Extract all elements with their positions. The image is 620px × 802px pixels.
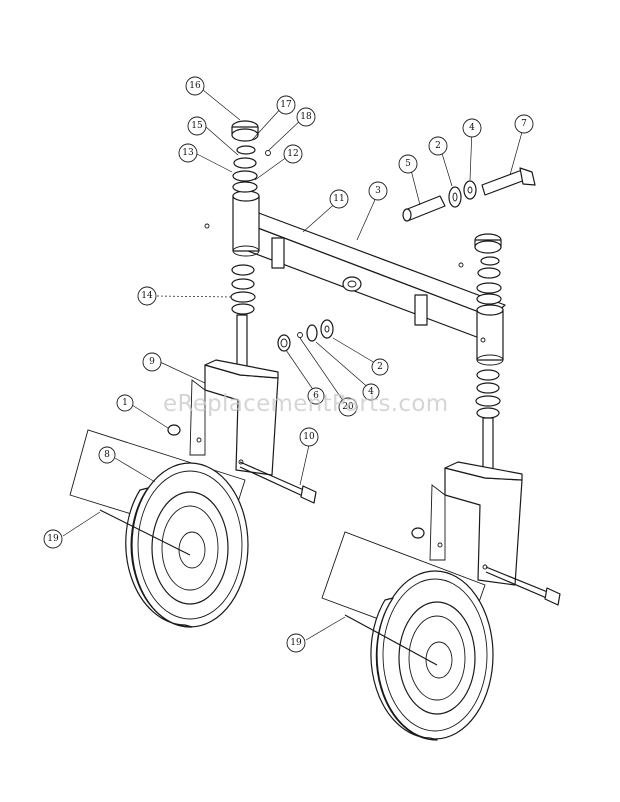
bolt-7 bbox=[481, 167, 536, 196]
callout-7-label: 7 bbox=[521, 119, 527, 129]
callout-3-label: 3 bbox=[375, 186, 381, 196]
left-top-stack bbox=[204, 120, 271, 229]
callout-10-label: 10 bbox=[303, 432, 315, 442]
callout-5-label: 5 bbox=[405, 159, 411, 169]
callout-20-label: 20 bbox=[342, 402, 354, 412]
axle-pin bbox=[402, 195, 446, 222]
callout-16-label: 16 bbox=[189, 81, 201, 91]
callout-19-left: 19 bbox=[43, 529, 63, 549]
callout-2-top: 2 bbox=[428, 136, 448, 156]
callout-10: 10 bbox=[299, 427, 319, 447]
callout-4-mid-label: 4 bbox=[368, 387, 374, 397]
watermark: eReplacementParts.com bbox=[163, 391, 448, 417]
left-fork bbox=[189, 314, 279, 476]
callout-2-top-label: 2 bbox=[435, 141, 441, 151]
callout-12-label: 12 bbox=[287, 149, 298, 159]
callout-4-mid: 4 bbox=[362, 383, 380, 401]
callout-8: 8 bbox=[98, 446, 116, 464]
right-wheel bbox=[321, 531, 494, 741]
callout-11-label: 11 bbox=[333, 194, 344, 204]
callout-4-top-label: 4 bbox=[469, 123, 475, 133]
spacer-washer-top bbox=[448, 186, 462, 208]
left-wheel bbox=[69, 429, 249, 628]
callout-8-label: 8 bbox=[104, 450, 110, 460]
callout-19-left-label: 19 bbox=[47, 534, 59, 544]
callout-17: 17 bbox=[276, 95, 296, 115]
callout-13-label: 13 bbox=[182, 148, 194, 158]
callout-15: 15 bbox=[187, 116, 207, 136]
callout-16: 16 bbox=[185, 76, 205, 96]
callout-9: 9 bbox=[142, 352, 162, 372]
left-bolt bbox=[239, 461, 317, 504]
callout-9-label: 9 bbox=[149, 357, 155, 367]
callout-2-mid: 2 bbox=[371, 358, 389, 376]
callout-1-label: 1 bbox=[122, 398, 128, 408]
leader-lines bbox=[62, 89, 525, 641]
callout-19-right: 19 bbox=[286, 633, 306, 653]
callout-18-label: 18 bbox=[300, 112, 312, 122]
callout-14: 14 bbox=[137, 286, 157, 306]
axle-beam bbox=[239, 211, 506, 343]
right-nut bbox=[411, 527, 425, 539]
callout-6: 6 bbox=[307, 387, 325, 405]
callout-2-mid-label: 2 bbox=[377, 362, 383, 372]
callout-5: 5 bbox=[398, 154, 418, 174]
left-lower-stack bbox=[230, 264, 256, 315]
middle-washers bbox=[277, 319, 334, 352]
callout-15-label: 15 bbox=[191, 121, 203, 131]
callout-11: 11 bbox=[329, 189, 349, 209]
callout-7: 7 bbox=[514, 114, 534, 134]
left-nut bbox=[167, 424, 181, 436]
right-fork bbox=[429, 417, 523, 586]
callout-18: 18 bbox=[296, 107, 316, 127]
right-spindle-housing bbox=[476, 304, 504, 366]
callout-6-label: 6 bbox=[313, 391, 319, 401]
callout-3: 3 bbox=[368, 181, 388, 201]
callout-20: 20 bbox=[338, 397, 358, 417]
callout-1: 1 bbox=[116, 394, 134, 412]
washer-top bbox=[463, 180, 477, 200]
right-top-stack bbox=[458, 233, 502, 305]
callout-4-top: 4 bbox=[462, 118, 482, 138]
right-bolt bbox=[485, 566, 561, 606]
callout-17-label: 17 bbox=[280, 100, 292, 110]
right-lower-stack bbox=[475, 369, 501, 419]
callout-12: 12 bbox=[283, 144, 303, 164]
callout-13: 13 bbox=[178, 143, 198, 163]
callouts: 16 17 18 15 13 12 11 3 5 2 4 7 14 9 6 20… bbox=[43, 76, 534, 653]
callout-14-label: 14 bbox=[141, 291, 153, 301]
callout-19-right-label: 19 bbox=[290, 638, 302, 648]
left-spindle-housing bbox=[232, 190, 260, 257]
